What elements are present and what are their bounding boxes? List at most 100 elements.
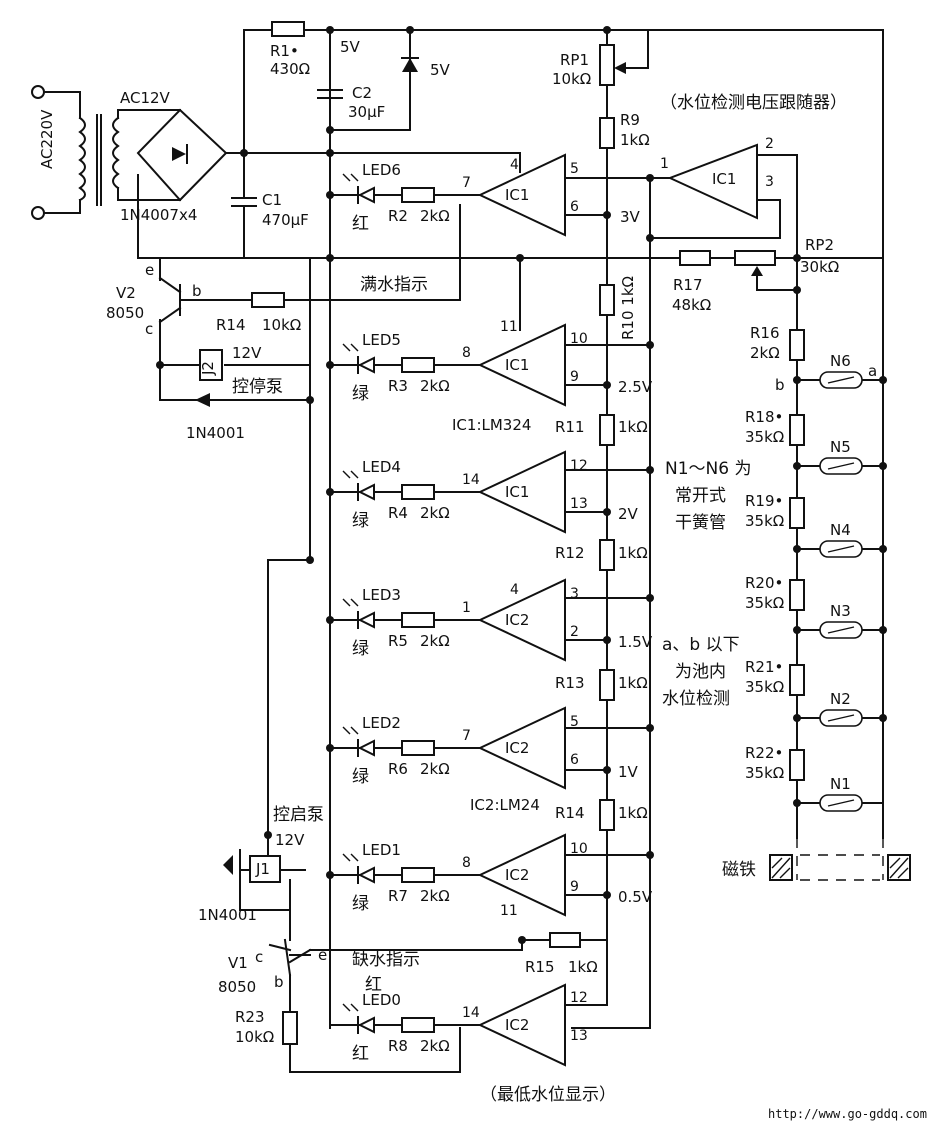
reed-note-2: 常开式: [675, 486, 726, 506]
led6-pin-out: 7: [462, 175, 471, 191]
led6-diode: [357, 186, 375, 204]
led5-pin-n: 9: [570, 369, 579, 385]
reed-switches: [819, 371, 863, 812]
r14-val: 1kΩ: [618, 804, 648, 822]
ab-note-3: 水位检测: [662, 689, 730, 709]
reed-n4-label: N4: [830, 521, 851, 539]
follower-pin-n: 2: [765, 136, 774, 152]
follower-pin-out: 1: [660, 156, 669, 172]
led1-pin-gnd: 11: [500, 903, 518, 919]
led4-r-val: 2kΩ: [420, 504, 450, 522]
relay-j1: [249, 855, 281, 883]
led2-pin-n: 6: [570, 752, 579, 768]
reed-n1-label: N1: [830, 775, 851, 793]
rp1-arrow: [614, 62, 626, 74]
led4-diode: [357, 483, 375, 501]
led2-color: 绿: [352, 767, 369, 787]
led5-amp: IC1: [505, 356, 529, 374]
power-supply: [31, 57, 419, 259]
opamp-led6: [477, 153, 566, 237]
ic2-type: IC2:LM24: [470, 796, 540, 814]
led2-pin-out: 7: [462, 728, 471, 744]
j2-label: 控停泵: [232, 377, 283, 397]
led2-pin-p: 5: [570, 714, 579, 730]
led2-ray-2: [350, 726, 359, 735]
led0-name: LED0: [362, 991, 401, 1009]
full-label: 满水指示: [360, 275, 428, 295]
led5-pin-p: 10: [570, 331, 588, 347]
led4-pin-out: 14: [462, 472, 480, 488]
r21-body: [789, 664, 805, 696]
led0-pin-out: 14: [462, 1005, 480, 1021]
led5-r-val: 2kΩ: [420, 377, 450, 395]
r16-body: [789, 329, 805, 361]
opamp-follower: [667, 143, 758, 220]
j2-name: J2: [199, 361, 217, 376]
v1-type: 8050: [218, 978, 256, 996]
relay-j2: [199, 349, 223, 381]
r12-val: 1kΩ: [618, 544, 648, 562]
r17-body: [679, 250, 711, 266]
led3-ray-1: [342, 598, 351, 607]
opamps: [477, 143, 758, 1067]
j1-diode: 1N4001: [198, 906, 257, 924]
low-color: 红: [365, 975, 382, 995]
led3-name: LED3: [362, 586, 401, 604]
r14b-body: [251, 292, 285, 308]
rp2-val: 30kΩ: [800, 258, 839, 276]
led0-color: 红: [352, 1044, 369, 1064]
led3-ray-2: [350, 598, 359, 607]
ref-v-1: 1V: [618, 763, 639, 781]
r23-name: R23: [235, 1008, 265, 1026]
zener-v: 5V: [430, 61, 451, 79]
led6-pin-pwr: 4: [510, 157, 519, 173]
led1-diode: [357, 866, 375, 884]
led1-ray-1: [342, 853, 351, 862]
labels: AC220V AC12V 1N4007x4 C1 470μF R1• 430Ω …: [38, 38, 927, 1121]
node-a: a: [868, 362, 877, 380]
v1-e: e: [318, 946, 327, 964]
r14b-val: 10kΩ: [262, 316, 301, 334]
v5-label: 5V: [340, 38, 361, 56]
led5-pin-gnd: 11: [500, 319, 518, 335]
r14b-name: R14: [216, 316, 246, 334]
r12-name: R12: [555, 544, 585, 562]
led3-color: 绿: [352, 639, 369, 659]
opamp-led0: [477, 983, 566, 1067]
led0-pin-p: 12: [570, 990, 588, 1006]
ref-v-1.5: 1.5V: [618, 633, 653, 651]
r1-body: [271, 21, 305, 37]
led6-ray-2: [350, 173, 359, 182]
ab-note-1: a、b 以下: [662, 635, 740, 655]
ic1-type: IC1:LM324: [452, 416, 531, 434]
led3-r-name: R5: [388, 632, 408, 650]
low-label: 缺水指示: [352, 950, 420, 970]
r23-body: [282, 1011, 298, 1045]
led0-r-val: 2kΩ: [420, 1037, 450, 1055]
r19-body: [789, 497, 805, 529]
r9-val: 1kΩ: [620, 131, 650, 149]
v2-c: c: [145, 320, 153, 338]
led5-color: 绿: [352, 384, 369, 404]
led0-diode: [357, 1016, 375, 1034]
led5-ray-2: [350, 343, 359, 352]
led1-ray-2: [350, 853, 359, 862]
r13-name: R13: [555, 674, 585, 692]
r22-val: 35kΩ: [745, 764, 784, 782]
j1-name: J1: [255, 860, 270, 878]
v2-name: V2: [116, 284, 136, 302]
r18-body: [789, 414, 805, 446]
r14-name: R14: [555, 804, 585, 822]
led1-r-val: 2kΩ: [420, 887, 450, 905]
r10-label: R10 1kΩ: [619, 276, 637, 340]
reed-n5-label: N5: [830, 438, 851, 456]
r15-body: [549, 932, 581, 948]
r16-name: R16: [750, 324, 780, 342]
ref-v-0.5: 0.5V: [618, 888, 653, 906]
c1-name: C1: [262, 191, 282, 209]
r20-name: R20•: [745, 574, 783, 592]
led4-resistor: [401, 484, 435, 500]
led0-r-name: R8: [388, 1037, 408, 1055]
j2-diode: 1N4001: [186, 424, 245, 442]
